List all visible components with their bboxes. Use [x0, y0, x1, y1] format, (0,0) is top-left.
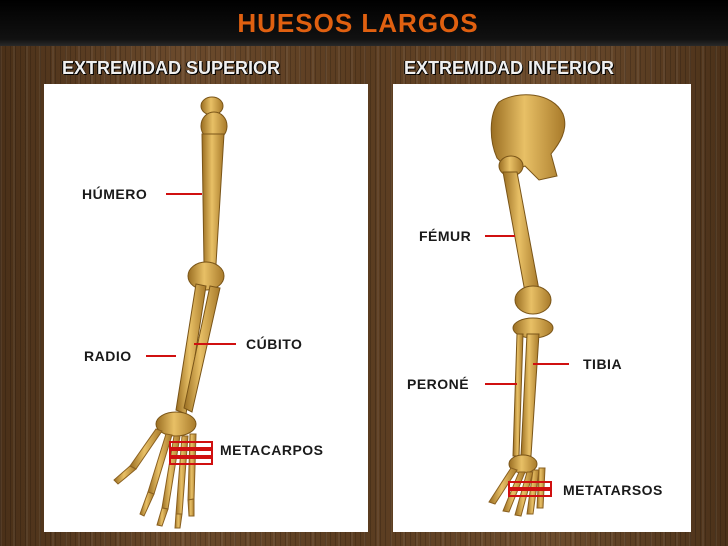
upper-limb-heading: EXTREMIDAD SUPERIOR: [62, 58, 281, 78]
label-humero: HÚMERO: [82, 186, 148, 202]
label-metacarpos: METACARPOS: [220, 442, 324, 458]
slide-title: HUESOS LARGOS: [237, 8, 479, 38]
label-femur: FÉMUR: [419, 228, 472, 244]
title-bar: [0, 0, 728, 46]
lower-limb-panel: FÉMUR TIBIA PERONÉ METATARSOS: [393, 84, 691, 532]
label-metatarsos: METATARSOS: [563, 482, 663, 498]
upper-limb-panel: HÚMERO RADIO CÚBITO METACARPOS: [44, 84, 368, 532]
label-perone: PERONÉ: [407, 376, 470, 392]
label-radio: RADIO: [84, 348, 132, 364]
label-cubito: CÚBITO: [246, 336, 303, 352]
leg-skeleton-illustration: [485, 94, 569, 517]
label-tibia: TIBIA: [583, 356, 623, 372]
arm-skeleton-illustration: [113, 96, 236, 529]
lower-limb-heading: EXTREMIDAD INFERIOR: [404, 58, 615, 78]
